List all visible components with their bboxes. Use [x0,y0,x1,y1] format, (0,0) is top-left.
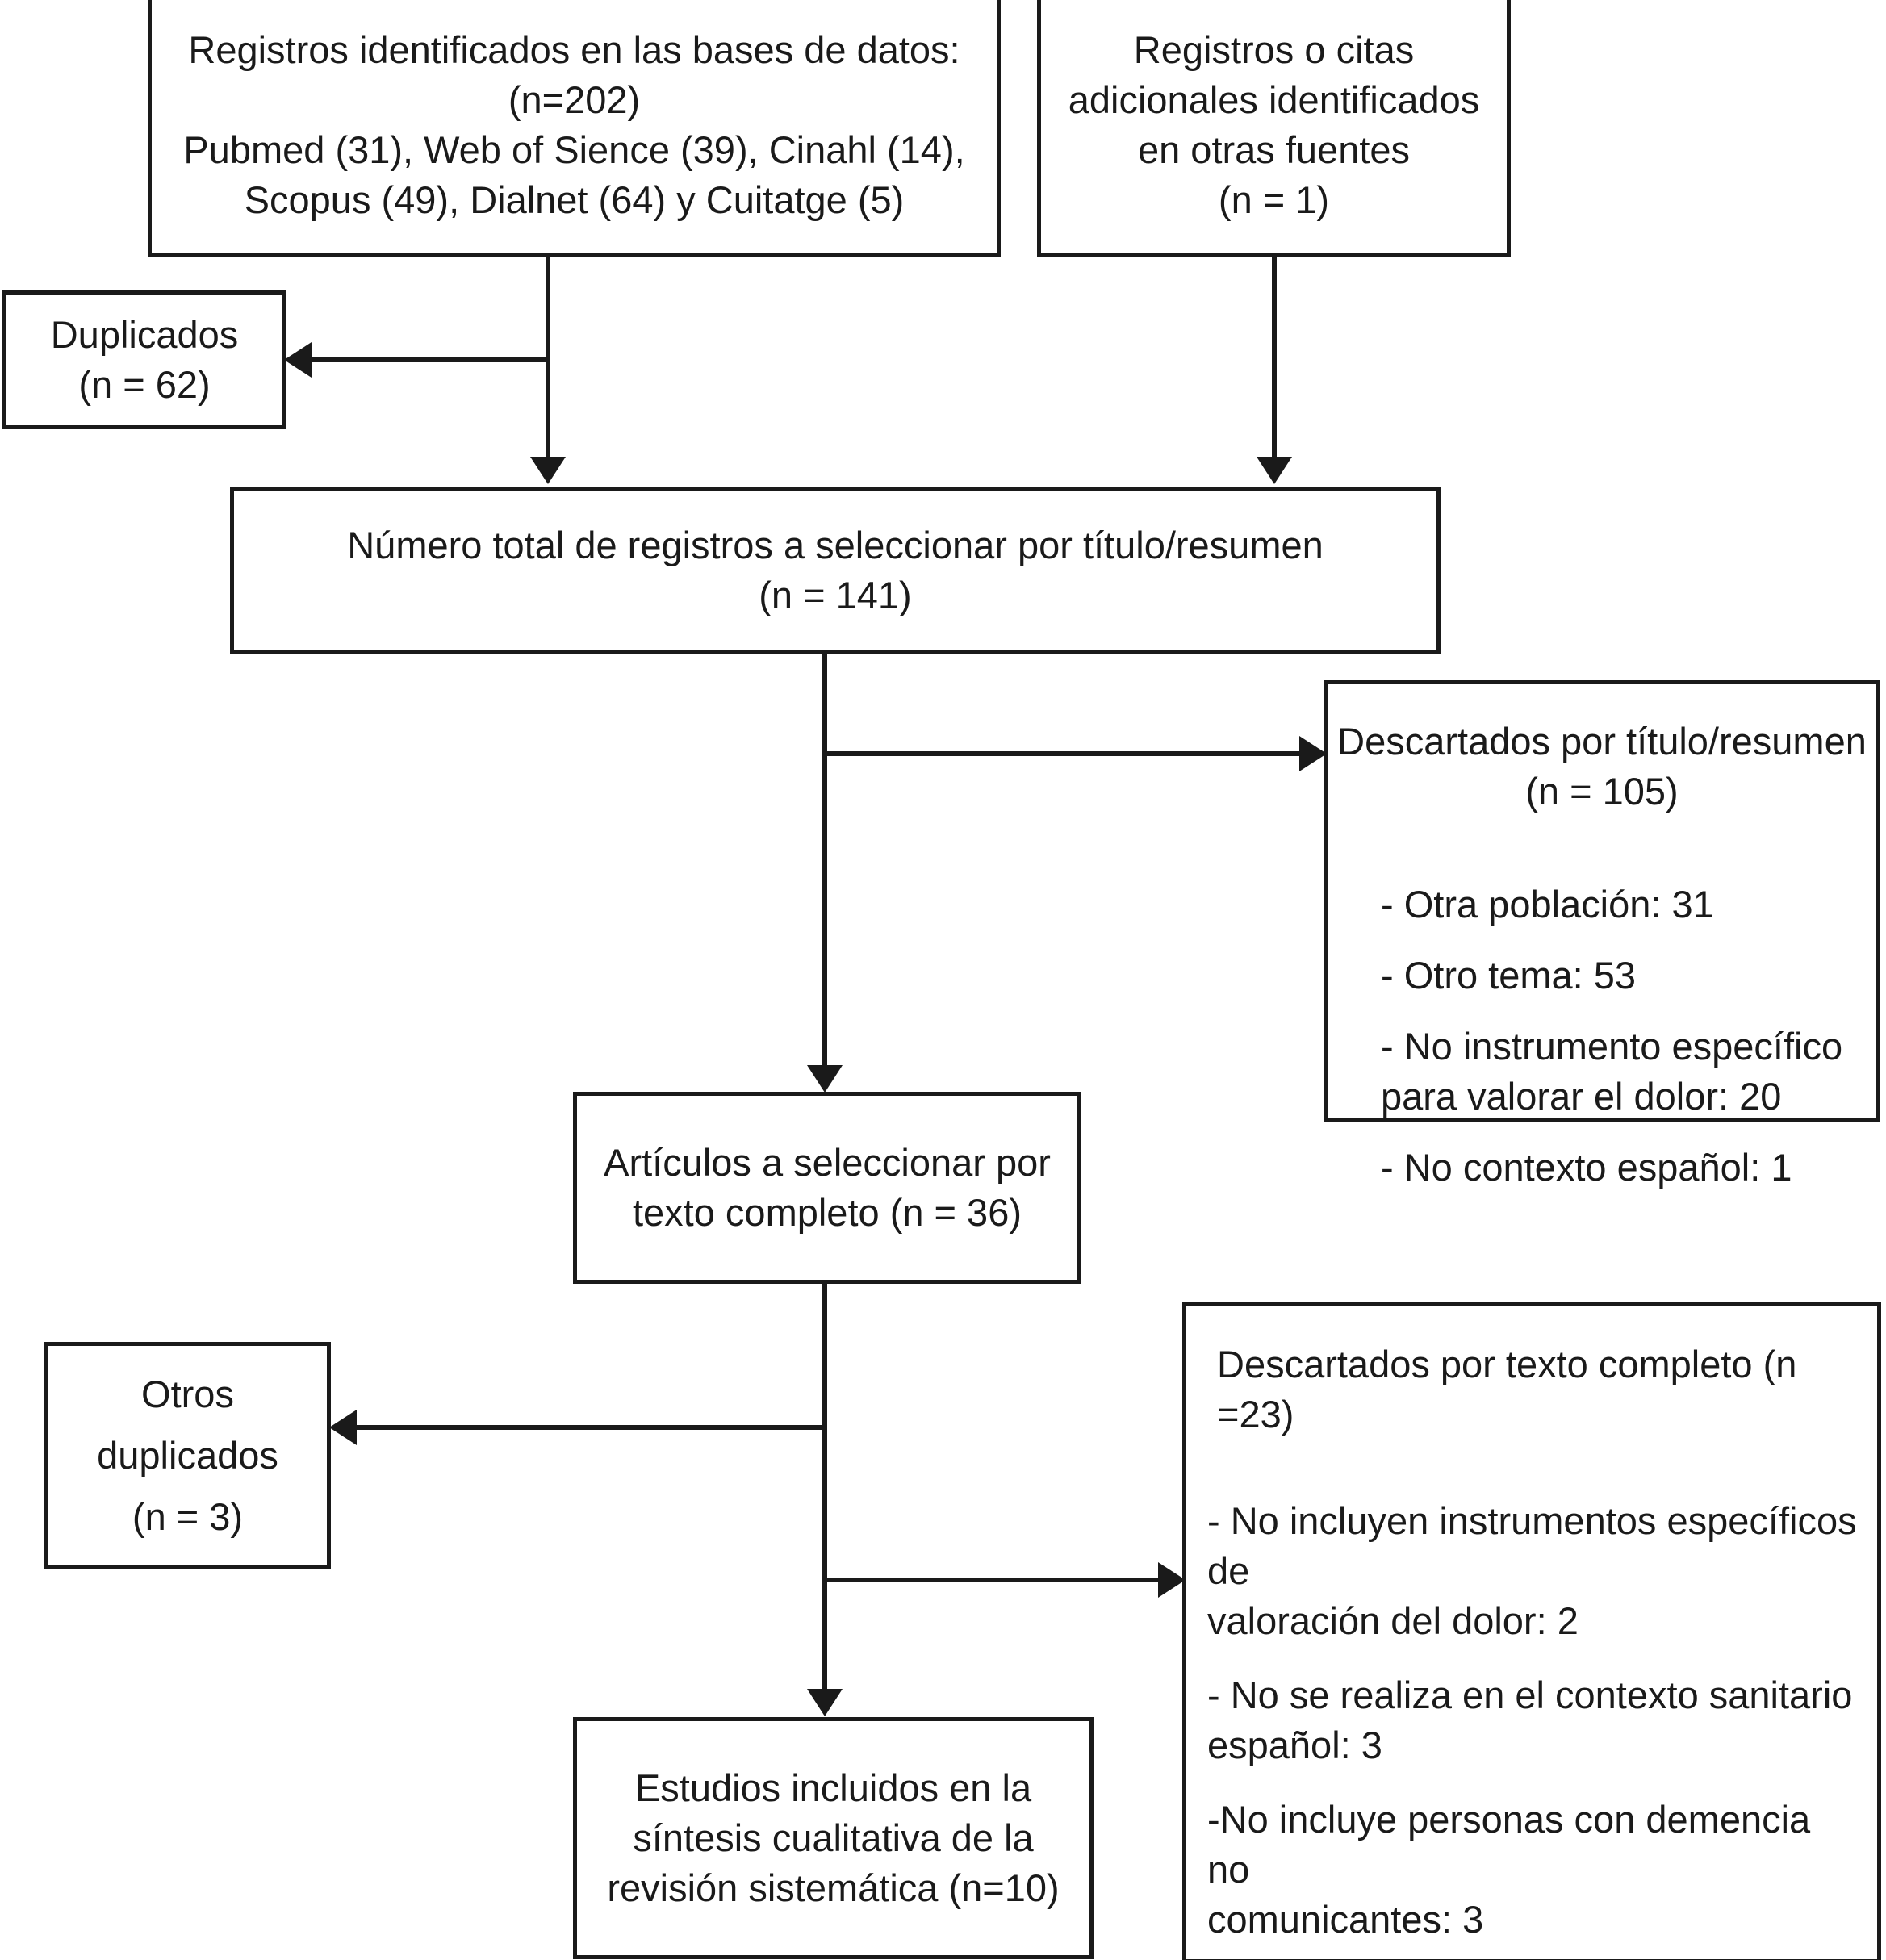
arrow-sources-to-total [530,457,566,484]
box-records-other-sources-text: Registros o citas adicionales identifica… [1068,27,1480,222]
box-total-records-screened-text: Número total de registros a seleccionar … [347,523,1324,616]
arrow-fulltext-to-included [807,1689,843,1716]
box-discarded-by-title-abstract: Descartados por título/resumen (n = 105)… [1324,680,1880,1189]
connector-sources-stem [546,257,550,329]
reason-item: - No incluyen instrumentos específicos d… [1207,1499,1857,1643]
reason-item: - No instrumento específico para valorar… [1381,1025,1843,1118]
arrow-to-discarded-title [1299,736,1327,771]
connector-fulltext-down [822,1284,827,1691]
box-other-duplicates-text: Otros duplicados (n = 3) [97,1372,278,1539]
reason-item: -No incluye personas con demencia no com… [1207,1798,1811,1941]
arrow-total-to-fulltext [807,1065,843,1093]
connector-sources-down [546,329,550,458]
box-articles-fulltext-screening-text: Artículos a seleccionar por texto comple… [604,1140,1051,1234]
box-records-other-sources: Registros o citas adicionales identifica… [1037,0,1511,257]
connector-other-sources-down [1272,257,1277,458]
connector-fulltext-to-discarded-full [827,1578,1168,1582]
box-total-records-screened: Número total de registros a seleccionar … [230,487,1441,654]
box-studies-included: Estudios incluidos en la síntesis cualit… [573,1717,1094,1959]
reason-item: - No se realiza en el contexto sanitario… [1207,1674,1853,1767]
reason-item: - Otra población: 31 [1381,883,1714,926]
box-records-identified-databases-text: Registros identificados en las bases de … [183,27,965,222]
arrow-to-discarded-fulltext [1158,1562,1186,1598]
arrow-to-duplicates [284,342,312,378]
discarded-by-fulltext-reason-list: - No incluyen instrumentos específicos d… [1186,1496,1877,1960]
discarded-by-title-reason-list: - Otra población: 31 - Otro tema: 53 - N… [1328,880,1876,1214]
connector-fulltext-to-other-duplicates [343,1425,827,1430]
box-duplicates-text: Duplicados (n = 62) [50,312,239,406]
arrow-other-sources-to-total [1257,457,1292,484]
box-studies-included-text: Estudios incluidos en la síntesis cualit… [607,1766,1060,1910]
box-discarded-by-fulltext-heading: Descartados por texto completo (n =23) [1217,1343,1797,1436]
box-duplicates: Duplicados (n = 62) [2,290,286,429]
connector-sources-to-duplicates [299,357,550,362]
box-discarded-by-fulltext: Descartados por texto completo (n =23) -… [1182,1302,1881,1960]
arrow-to-other-duplicates [329,1410,357,1445]
connector-total-to-discarded-title [827,751,1309,756]
box-records-identified-databases: Registros identificados en las bases de … [148,0,1001,257]
box-articles-fulltext-screening: Artículos a seleccionar por texto comple… [573,1092,1081,1284]
reason-item: - No contexto español: 1 [1381,1146,1792,1189]
connector-total-down [822,654,827,1068]
reason-item: - Otro tema: 53 [1381,954,1637,997]
box-other-duplicates: Otros duplicados (n = 3) [44,1342,331,1569]
box-discarded-by-title-heading: Descartados por título/resumen (n = 105) [1337,720,1867,813]
